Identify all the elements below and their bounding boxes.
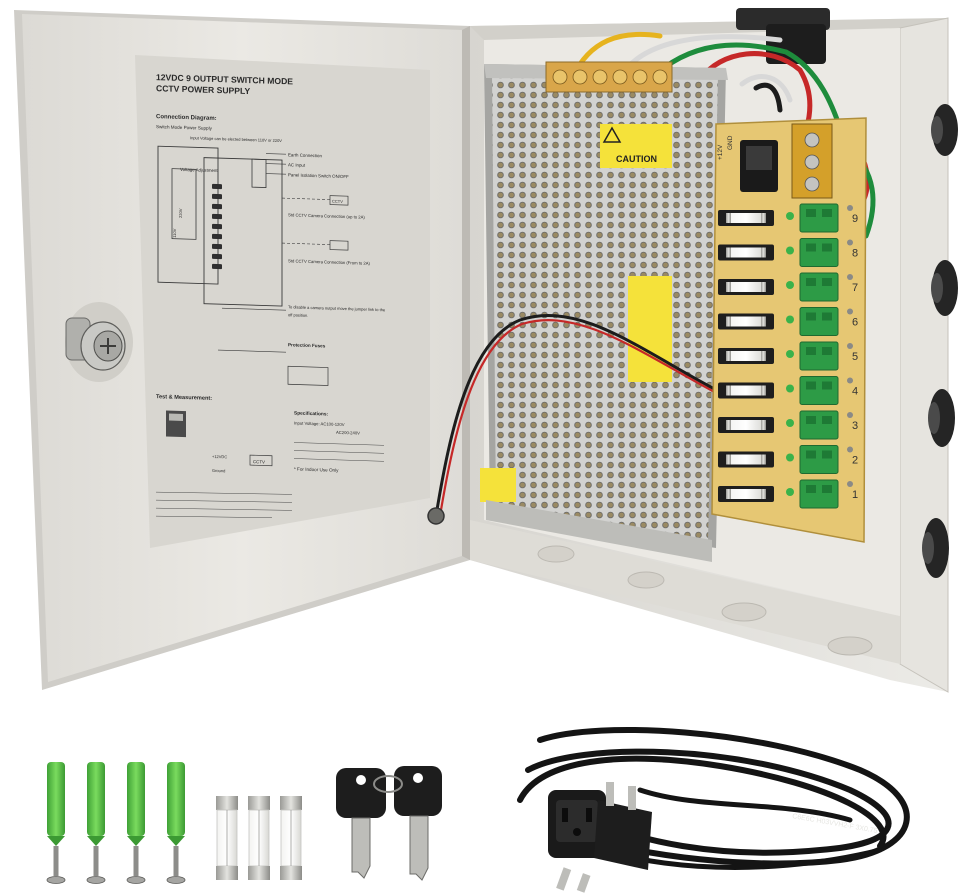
label-protection-fuses: Protection Fuses [288, 342, 326, 348]
door-label-sheet [135, 55, 430, 548]
output-fuse [718, 244, 794, 261]
label-switch-220v: 220V [178, 208, 183, 218]
terminal-number: 3 [852, 420, 858, 432]
label-input-voltage: Input Voltage: AC100-120V [294, 420, 345, 427]
label-connection-diagram: Connection Diagram: [156, 114, 217, 122]
keys [336, 766, 442, 881]
output-fuse [718, 417, 794, 433]
screw [46, 846, 66, 884]
mounting-screw [847, 205, 853, 211]
output-terminal [799, 479, 839, 509]
terminal-number: 5 [852, 351, 858, 363]
output-fuse [718, 348, 794, 364]
label-ac-input: AC Input [288, 162, 306, 168]
label-panel-isolation-switch: Panel Isolation Switch ON/OFF [288, 172, 349, 179]
caution-label [600, 124, 672, 168]
label-input-voltage-2: AC200-240V [336, 430, 360, 436]
screw [126, 846, 146, 884]
label-earth-connection: Earth Connection [288, 152, 322, 158]
output-fuse [718, 382, 794, 399]
label-title-line2: CCTV POWER SUPPLY [156, 83, 250, 96]
output-terminal [799, 307, 839, 336]
output-terminals [799, 203, 839, 509]
cable-knockouts [922, 104, 958, 578]
terminal-number: 9 [852, 213, 858, 225]
spare-fuse [216, 796, 238, 880]
spare-fuses [216, 796, 302, 880]
label-disable-output: To disable a camera output move the jump… [288, 304, 386, 312]
terminal-number: 1 [852, 489, 858, 501]
key [336, 768, 386, 879]
screw [166, 846, 186, 884]
label-test-measurement: Test & Measurement: [156, 394, 212, 402]
label-cctv-1: CCTV [332, 199, 343, 204]
output-fuse [718, 279, 794, 295]
warning-sticker [628, 276, 672, 382]
label-switch-110v: 110V [172, 228, 177, 238]
mounting-screw [847, 446, 853, 453]
terminal-numbers: 9 8 7 6 5 4 3 2 1 [847, 205, 858, 501]
label-plus-12vdc: +12VDC [212, 454, 227, 459]
output-fuse [718, 210, 794, 226]
mounting-screw [847, 239, 853, 246]
label-specifications: Specifications: [294, 410, 329, 417]
key [394, 766, 442, 881]
label-cctv-2: CCTV [253, 459, 265, 464]
screw [86, 846, 106, 884]
output-terminal [799, 238, 839, 267]
label-voltage-adjustment: Voltage Adjustment [180, 167, 218, 173]
cord-plug-mains [556, 782, 652, 893]
output-fuse [718, 451, 794, 468]
mounting-screw [847, 343, 853, 349]
enclosure-door: 12VDC 9 OUTPUT SWITCH MODE CCTV POWER SU… [14, 10, 470, 690]
mounting-screw [847, 308, 853, 315]
wall-anchor [127, 762, 145, 846]
label-std-cctv-1: Std CCTV Camera Connection (up to 2A) [288, 212, 365, 219]
accessories: C6E6C H03VVH2-F 3X0.75 [46, 727, 910, 893]
output-terminal [799, 376, 839, 405]
wall-anchor [47, 762, 65, 846]
terminal-number: 4 [852, 386, 858, 398]
mounting-screw [847, 377, 853, 384]
door-lock [65, 302, 133, 382]
output-terminal [799, 445, 839, 474]
wall-anchors [46, 762, 186, 884]
mounting-screw [847, 481, 853, 487]
terminal-number: 2 [852, 455, 858, 467]
small-yellow-sticker [480, 468, 516, 502]
spare-fuse [248, 796, 270, 880]
fuse-row-group [718, 210, 794, 502]
mounting-screw [847, 274, 853, 280]
distribution-board: +12V GND 9 8 7 6 5 4 3 2 1 [711, 117, 867, 543]
cord-plug-iec [548, 790, 606, 858]
mounting-screw [847, 412, 853, 418]
terminal-number: 6 [852, 317, 858, 329]
caution-label-text: CAUTION [616, 154, 657, 164]
output-terminal [799, 341, 839, 371]
output-terminal [799, 272, 839, 302]
output-terminal [799, 203, 839, 233]
spare-fuse [280, 796, 302, 880]
label-indoor-use-only: * For Indoor Use Only [294, 466, 339, 472]
output-fuse [718, 313, 794, 330]
output-terminal [799, 410, 839, 440]
pcb-plus-12v: +12V [717, 144, 724, 160]
terminal-number: 8 [852, 248, 858, 260]
door-label-text: 12VDC 9 OUTPUT SWITCH MODE CCTV POWER SU… [155, 72, 386, 519]
switching-power-supply: CAUTION [480, 61, 728, 562]
pcb-gnd: GND [727, 135, 734, 150]
led-indicator-wire [427, 314, 724, 525]
label-off-position: off position. [288, 312, 308, 318]
label-title-line1: 12VDC 9 OUTPUT SWITCH MODE [156, 72, 293, 86]
output-fuse [718, 486, 794, 502]
label-ground: Ground [212, 468, 225, 473]
terminal-number: 7 [852, 282, 858, 294]
label-std-cctv-2: Std CCTV Camera Connection (From to 2A) [288, 258, 371, 266]
wall-anchor [167, 762, 185, 846]
label-input-voltage-note: Input Voltage can be elected between 110… [190, 135, 282, 143]
label-switch-mode-psu: Switch Mode Power Supply [156, 124, 213, 131]
wall-anchor [87, 762, 105, 846]
